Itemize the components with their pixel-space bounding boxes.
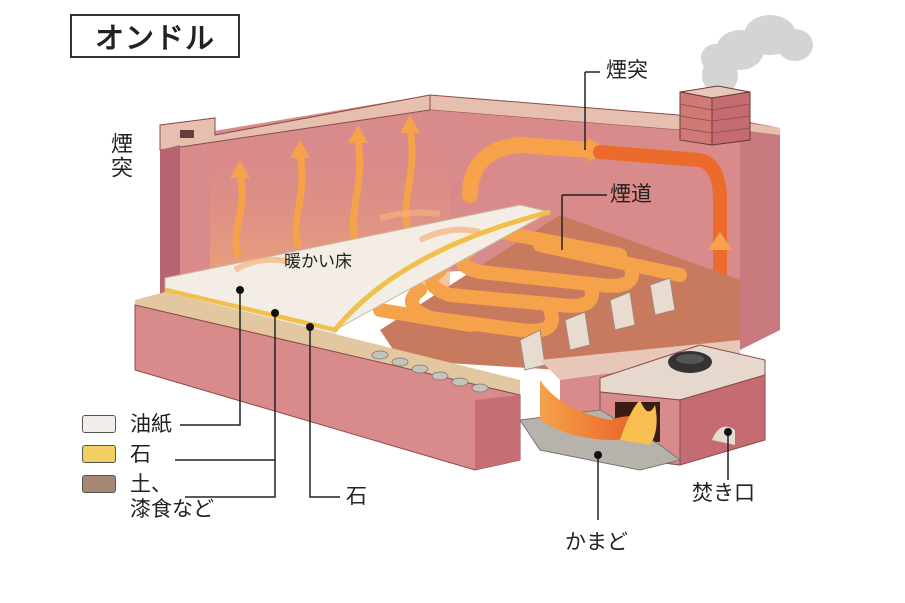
leader-lines [175,71,729,520]
legend: 油紙 石 土、 漆食など [82,412,214,532]
chimney [679,85,751,146]
legend-swatch-stone [82,445,116,463]
legend-swatch-oilpaper [82,415,116,433]
smoke [701,15,813,95]
diagram-title: オンドル [70,14,240,58]
legend-item-oilpaper: 油紙 [82,412,214,442]
foundation [134,292,521,471]
legend-label-soil-line1: 土、 [130,472,172,496]
legend-label-soil-line2: 漆食など [130,497,214,522]
legend-swatch-soil [82,475,116,493]
label-chimney-left: 煙突 [107,132,132,180]
legend-label-stone: 石 [130,442,151,466]
label-stone-bottom: 石 [346,484,367,508]
legend-item-soil: 土、 漆食など [82,472,214,532]
label-kamado: かまど [565,530,628,554]
heat-arrows [230,115,420,259]
label-fire-opening: 焚き口 [692,481,755,505]
label-flue: 煙道 [610,182,652,206]
label-chimney-right: 煙突 [606,58,648,82]
kamado [519,340,766,471]
legend-item-stone: 石 [82,442,214,472]
label-warm-floor: 暖かい床 [284,252,352,272]
legend-label-oilpaper: 油紙 [130,412,172,436]
flue-channels [373,215,740,371]
leader-dots [236,286,732,459]
flue-top-arrows [462,136,732,287]
